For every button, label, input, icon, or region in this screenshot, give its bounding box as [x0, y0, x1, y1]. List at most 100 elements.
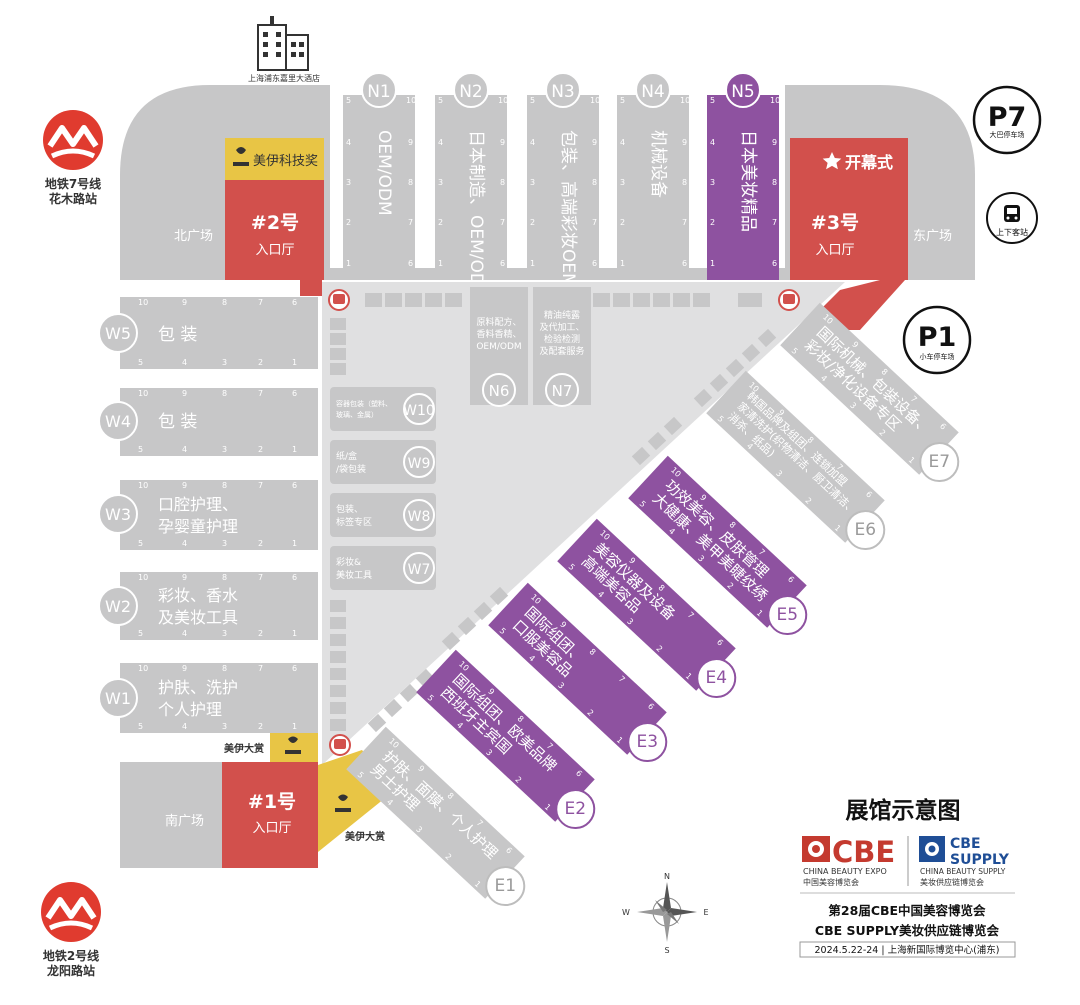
svg-text:6: 6: [292, 481, 297, 490]
legend-title: 展馆示意图: [846, 797, 961, 824]
n7-label: 精油纯露及代加工、检验检测及配套服务: [539, 309, 584, 357]
hall-n4-body: [617, 95, 689, 280]
booth-number: 3: [774, 469, 784, 479]
w4-label: 包 装: [158, 412, 197, 432]
booth-number: 8: [657, 583, 667, 593]
hall-w1[interactable]: [120, 663, 318, 733]
booth-number: 9: [558, 620, 568, 630]
w10-l1: 容器包装（塑料、: [336, 399, 392, 408]
svg-text:9: 9: [182, 298, 187, 307]
svg-text:2: 2: [346, 218, 351, 227]
legend-date-box: [799, 941, 1016, 958]
booth-number: 3: [484, 748, 494, 758]
e2-code: E2: [564, 799, 586, 819]
hall-e7-body: [780, 302, 959, 475]
svg-text:3: 3: [222, 722, 227, 731]
svg-text:7: 7: [500, 218, 505, 227]
booth-number: 3: [556, 681, 566, 691]
hall-n3[interactable]: [527, 95, 599, 280]
booth-number: 4: [819, 373, 829, 383]
east-plaza: 东广场: [913, 229, 952, 244]
svg-text:3: 3: [530, 178, 535, 187]
entrance-2-link: [300, 280, 322, 296]
entrance-1-title: #1号: [248, 791, 296, 813]
entrance-2[interactable]: [225, 180, 324, 280]
n3-badge: [545, 72, 581, 108]
parking-p1[interactable]: [902, 305, 972, 375]
w3-badge: [98, 494, 138, 534]
tech-award-label: 美伊科技奖: [253, 154, 318, 169]
booth-number: 2: [443, 852, 453, 862]
svg-text:9: 9: [182, 481, 187, 490]
w1-label-1: 护肤、洗护: [158, 678, 238, 697]
svg-text:10: 10: [680, 96, 690, 105]
svg-text:7: 7: [408, 218, 413, 227]
award-trophy-icon: [285, 736, 301, 754]
svg-text:6: 6: [292, 389, 297, 398]
booth-number: 1: [684, 671, 694, 681]
w2-label-2: 及美妆工具: [158, 608, 238, 627]
hall-w3[interactable]: [120, 480, 318, 550]
w9-l1: 纸/盒: [336, 450, 357, 462]
entrance-3[interactable]: [790, 138, 908, 280]
svg-text:1: 1: [292, 722, 297, 731]
hub-booth-row-top: [365, 293, 762, 307]
booth-number: 9: [486, 687, 496, 697]
hall-w5[interactable]: [120, 297, 318, 369]
metro-logo-icon[interactable]: [41, 882, 101, 942]
svg-text:9: 9: [772, 138, 777, 147]
svg-text:9: 9: [682, 138, 687, 147]
svg-text:4: 4: [182, 539, 187, 548]
booth-number: 7: [757, 547, 767, 557]
p1-label: 小车停车场: [920, 352, 955, 361]
booth-number: 5: [567, 562, 577, 572]
compass-e: E: [703, 908, 708, 917]
svg-text:4: 4: [182, 445, 187, 454]
svg-text:5: 5: [138, 445, 143, 454]
parking-p7[interactable]: [972, 85, 1042, 155]
w1-badge: [98, 678, 138, 718]
hall-n2[interactable]: [435, 95, 507, 280]
booth-number: 8: [880, 367, 890, 377]
passenger-station-label: 上下客站: [996, 227, 1028, 237]
hall-n4[interactable]: [617, 95, 689, 280]
svg-text:1: 1: [438, 259, 443, 268]
p7-label: 大巴停车场: [990, 130, 1025, 139]
metro-bottom-station: 龙阳路站: [47, 963, 95, 978]
svg-text:6: 6: [292, 298, 297, 307]
svg-text:3: 3: [346, 178, 351, 187]
svg-text:4: 4: [620, 138, 625, 147]
booth-number: 5: [426, 693, 436, 703]
w5-label: 包 装: [158, 325, 197, 345]
entrance-1[interactable]: [222, 762, 318, 868]
booth-number: 2: [654, 644, 664, 654]
booth-number: 3: [848, 401, 858, 411]
booth-number: 1: [907, 455, 917, 465]
w7-badge: [403, 552, 435, 584]
booth-number: 7: [475, 818, 485, 828]
n4-code: N4: [641, 82, 665, 102]
booth-number: 2: [803, 496, 813, 506]
bus-icon: [778, 289, 800, 311]
svg-text:8: 8: [222, 664, 227, 673]
hall-w4[interactable]: [120, 388, 318, 456]
w8-l1: 包装、: [336, 503, 363, 515]
n4-badge: [635, 72, 671, 108]
e5-badge: [767, 595, 808, 636]
w9-badge: [403, 446, 435, 478]
svg-text:4: 4: [182, 629, 187, 638]
svg-text:9: 9: [182, 573, 187, 582]
hall-n1[interactable]: [343, 95, 415, 280]
hall-n5[interactable]: [707, 95, 779, 280]
svg-text:3: 3: [222, 358, 227, 367]
booth-number: 6: [864, 490, 874, 500]
hall-w2[interactable]: [120, 572, 318, 640]
svg-text:7: 7: [258, 389, 263, 398]
svg-text:3: 3: [222, 539, 227, 548]
booth-number: 6: [786, 575, 796, 585]
svg-text:6: 6: [772, 259, 777, 268]
entrance-3-link: [818, 280, 905, 330]
hotel-label: 上海浦东嘉里大酒店: [248, 73, 320, 83]
metro-logo-icon[interactable]: [43, 110, 103, 170]
